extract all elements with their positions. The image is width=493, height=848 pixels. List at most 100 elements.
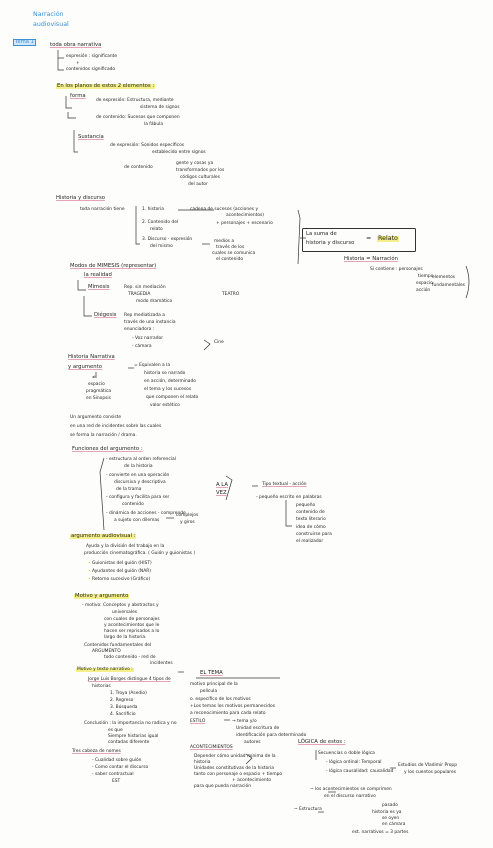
pequeno-2: pequeño xyxy=(296,503,316,508)
logica-2: - lógica ordinal: Temporal xyxy=(326,760,382,765)
item1-historia: 1. historia xyxy=(142,207,164,212)
intro-plus: + xyxy=(76,61,80,66)
logica-7: en el discurso narrativo xyxy=(324,794,376,799)
equivalen-3: en acción, determinado xyxy=(144,379,196,384)
intro-expresion: expresión : significante xyxy=(66,54,118,59)
mimesis-1: Rep. sin mediación xyxy=(124,285,166,290)
sustancia-contenido-label: de contenido xyxy=(124,165,153,170)
forma-expresion-1: de expresión: Estructura, mediante xyxy=(96,98,174,103)
motivo-5: hacen ser reprisados a lo xyxy=(104,629,160,634)
arrow-connector xyxy=(67,112,76,119)
guion-1: Ayuda y la división del trabajo en la xyxy=(86,544,165,549)
estilo-2: Unidad escritura de xyxy=(236,726,280,731)
item3-mismo: del mismo xyxy=(150,244,173,249)
mimesis-4: modo dramático xyxy=(136,299,173,304)
brace-line xyxy=(297,209,301,265)
brace-line xyxy=(465,265,470,299)
motivo-3: con cuales de personajes xyxy=(104,617,160,622)
pequeno-escrito: - pequeño escrito en palabras xyxy=(256,495,322,500)
si-accion: acción xyxy=(416,288,431,293)
logica-8: ~ Estructura xyxy=(294,807,322,812)
argumento-3: se forma la narración / drama. xyxy=(70,433,137,438)
jorge-item-1: 1. Troya (Asedio) xyxy=(110,691,147,696)
tema-4: +Los temas los motivos permanecidos xyxy=(190,704,276,709)
jorge-1: Jorge Luis Borges distingue 4 tipos de xyxy=(88,677,171,682)
motivo-1: - motivo: Conceptos y abstractos y xyxy=(82,603,159,608)
item3-cuales: cuales se comunica xyxy=(212,251,256,256)
logica-10: historia es ya xyxy=(372,810,402,815)
tres-4: EST xyxy=(112,779,121,784)
equivalen-5: que componen el relato xyxy=(146,395,199,400)
texto-literario: texto literario xyxy=(296,517,326,522)
equals-sign: = xyxy=(366,235,372,242)
page-title-line1: Narración xyxy=(33,11,64,18)
historia-narrativa-2: y argumento xyxy=(68,364,102,370)
tema-5: a reconocimiento para cada relato xyxy=(190,711,266,716)
sustancia-contenido-4: del autor xyxy=(188,182,208,187)
tres-heading: Tres cabeza de nomes xyxy=(72,749,121,754)
motivo-2: universales xyxy=(112,610,138,615)
sustancia-contenido-1: gente y cosas ya xyxy=(176,161,214,166)
modos-heading-2: la realidad xyxy=(84,272,112,278)
diegesis-1: Rep mediatizada a xyxy=(124,313,165,318)
item3-contenido: el contenido xyxy=(216,257,244,262)
logica-1: Secuencias o doble lógica xyxy=(318,751,375,756)
construirse-para: construirse para xyxy=(296,532,332,537)
sustancia-expresion-2: establecido entre signos xyxy=(152,150,206,155)
estilo-4: autores xyxy=(244,740,261,745)
funcion-4a: - dinámica de acciones - comprende xyxy=(106,511,186,516)
jorge-item-2: 2. Regreso xyxy=(110,698,134,703)
brace-line xyxy=(99,457,105,531)
funcion-2c: de la trama xyxy=(116,487,142,492)
tema-tag: Tema 1 xyxy=(13,39,37,47)
bracket-line xyxy=(135,206,140,245)
acontecimientos-6: para que pueda narración xyxy=(194,784,251,789)
jorge-item-4: 4. Sacrificio xyxy=(110,712,136,717)
logica-5: y los cuentos populares xyxy=(404,770,457,775)
guion-bullet-2: • Ayudantes del guión (NAR) xyxy=(88,569,151,574)
logica-3: - lógica causalidad: causalidad xyxy=(326,769,394,774)
idea-de-como: idea de cómo xyxy=(296,525,326,530)
item1-cadena: cadena de sucesos (acciones y xyxy=(190,207,259,212)
relato-box xyxy=(302,228,416,252)
arrow-connector xyxy=(83,296,92,317)
el-realizador: el realizador xyxy=(296,539,324,544)
guion-bullet-3: • Retorno sucesivo (Gráfico) xyxy=(88,577,151,582)
espacio-neq: ≠ xyxy=(92,375,96,380)
page-title-line2: audiovisual xyxy=(33,21,69,28)
funcion-4b: a sujeto con dilemas xyxy=(114,518,160,523)
sustancia-contenido-3: códigos culturales xyxy=(180,175,220,180)
estilo-heading: ESTILO xyxy=(190,719,206,724)
motivo-texto-heading: Motivo y texto narrativo : xyxy=(76,667,134,673)
sustancia-label: Sustancia xyxy=(78,134,104,140)
si-tiempo: tiempo xyxy=(418,274,434,279)
item2-contenido: 2. Contenido del xyxy=(142,220,179,225)
motivo-10: incidentes xyxy=(150,661,173,666)
forma-contenido-2: la fábula xyxy=(144,122,164,127)
tema-1: motivo principal de la xyxy=(190,682,238,687)
si-contiene: Si contiene : personajes xyxy=(370,267,423,272)
acontecimientos-3: Unidades constitutivas de la historia xyxy=(194,766,274,771)
tres-3: - saber contractual xyxy=(92,772,134,777)
motivo-4: y acontecimientos que le xyxy=(104,623,160,628)
forma-expresion-2: sistema de signos xyxy=(140,105,180,110)
funciones-heading: Funciones del argumento : xyxy=(72,446,143,452)
equivalen-1: = Equivalen a la xyxy=(134,363,171,368)
equivalen-2: historia se narrado xyxy=(144,371,186,376)
planos-heading: En los planos de estos 2 elementos : xyxy=(56,83,156,90)
espacio-3: en Sinopsis xyxy=(86,396,111,401)
guion-heading: argumento audiovisual : xyxy=(70,533,137,540)
a-la-vez-1: A LA xyxy=(216,482,229,488)
estilo-1: → tema y/o xyxy=(232,719,257,724)
funcion-2a: - convierte en una operación xyxy=(106,473,170,478)
arrow-connector xyxy=(57,50,64,71)
elementos-2: fundamentales xyxy=(432,283,465,288)
logica-13: est. narrativos = 3 partes xyxy=(352,830,409,835)
diegesis-4: - Voz narrador xyxy=(132,336,164,341)
guion-2: producción cinematográfica. ( Guión y gu… xyxy=(84,551,196,556)
equivalen-4: el tema y los sucesos xyxy=(144,387,192,392)
funcion-4c: complejos xyxy=(176,513,199,518)
motivo-heading: Motivo y argumento xyxy=(74,593,130,600)
conclusion-2: es que xyxy=(108,728,123,733)
